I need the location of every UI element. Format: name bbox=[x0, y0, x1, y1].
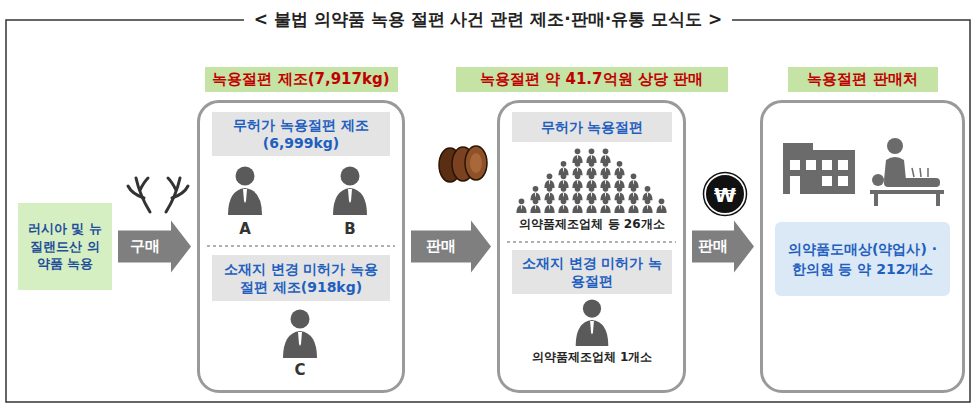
crowd-person bbox=[642, 186, 652, 201]
block-arrow bbox=[411, 221, 491, 273]
crowd-person bbox=[530, 198, 540, 213]
outer-frame bbox=[6, 20, 970, 402]
title-bar: < 불법 의약품 녹용 절편 사건 관련 제조·판매·유통 모식도 > bbox=[0, 8, 976, 31]
category-band: 소재지 변경 미허가 녹용절편 bbox=[512, 250, 672, 294]
crowd-person bbox=[572, 198, 582, 213]
stage-panel: 녹용절편 제조(7,917kg)무허가 녹용절편 제조 (6,999kg)소재지… bbox=[197, 100, 405, 393]
source-box: 러시아 및 뉴질랜드산 의약품 녹용 bbox=[18, 203, 112, 290]
crowd-person bbox=[572, 148, 582, 163]
separator bbox=[207, 245, 395, 247]
stage-heading: 녹용절편 판매처 bbox=[788, 67, 938, 93]
block-arrow bbox=[118, 221, 191, 273]
coin-icon bbox=[705, 174, 745, 214]
crowd-person bbox=[600, 161, 610, 176]
count-caption: 의약품제조업체 1개소 bbox=[507, 350, 677, 366]
box-text: 무허가 녹용절편 bbox=[541, 118, 644, 136]
crowd-person bbox=[628, 198, 638, 213]
crowd-person bbox=[642, 198, 652, 213]
category-band: 무허가 녹용절편 제조 (6,999kg) bbox=[212, 112, 390, 156]
count-caption: 의약품제조업체 등 26개소 bbox=[507, 217, 677, 233]
crowd-person bbox=[600, 198, 610, 213]
slice-icon bbox=[439, 146, 487, 182]
person-icon bbox=[576, 299, 609, 346]
stage-panel: 녹용절편 약 41.7억원 상당 판매무허가 녹용절편소재지 변경 미허가 녹용… bbox=[497, 100, 686, 393]
stage-heading: 녹용절편 제조(7,917kg) bbox=[205, 67, 398, 93]
crowd-person bbox=[558, 173, 568, 188]
person-letter: B bbox=[340, 220, 360, 240]
category-band: 소재지 변경 미허가 녹용절편 제조(918kg) bbox=[212, 255, 390, 301]
crowd-person bbox=[586, 161, 596, 176]
crowd-person bbox=[656, 198, 666, 213]
crowd-person bbox=[614, 161, 624, 176]
crowd-person bbox=[558, 161, 568, 176]
arrow-label: 판매 bbox=[698, 239, 728, 254]
box-text: 의약품도매상(약업사) · 한의원 등 약 212개소 bbox=[783, 239, 942, 280]
crowd-person bbox=[572, 186, 582, 201]
crowd-person bbox=[572, 173, 582, 188]
category-band: 무허가 녹용절편 bbox=[512, 112, 672, 142]
crowd-icon bbox=[516, 148, 666, 213]
crowd-person bbox=[544, 198, 554, 213]
crowd-person bbox=[516, 198, 526, 213]
arrow-label: 구매 bbox=[130, 239, 160, 254]
arrow-label: 판매 bbox=[426, 239, 456, 254]
crowd-person bbox=[586, 186, 596, 201]
person-icon bbox=[228, 167, 262, 216]
crowd-person bbox=[586, 198, 596, 213]
box-text: 무허가 녹용절편 제조 (6,999kg) bbox=[218, 116, 384, 152]
crowd-person bbox=[558, 198, 568, 213]
person-icon bbox=[283, 310, 317, 359]
person-icon bbox=[333, 167, 367, 216]
crowd-person bbox=[586, 173, 596, 188]
person-letter: C bbox=[290, 361, 310, 381]
block-arrow bbox=[692, 221, 754, 273]
crowd-person bbox=[544, 173, 554, 188]
crowd-person bbox=[572, 161, 582, 176]
coin-icon bbox=[704, 173, 747, 216]
buyer-box: 의약품도매상(약업사) · 한의원 등 약 212개소 bbox=[775, 222, 950, 296]
box-text: 러시아 및 뉴질랜드산 의약품 녹용 bbox=[24, 220, 106, 273]
crowd-person bbox=[530, 186, 540, 201]
box-text: 소재지 변경 미허가 녹용절편 bbox=[518, 254, 666, 290]
crowd-person bbox=[614, 198, 624, 213]
building-icon bbox=[783, 143, 855, 194]
acupuncture-icon bbox=[870, 138, 944, 206]
antler-icon bbox=[128, 178, 188, 212]
crowd-person bbox=[586, 148, 596, 163]
stage-panel: 녹용절편 판매처의약품도매상(약업사) · 한의원 등 약 212개소 bbox=[760, 100, 965, 393]
crowd-person bbox=[614, 173, 624, 188]
crowd-person bbox=[600, 148, 610, 163]
box-text: 소재지 변경 미허가 녹용절편 제조(918kg) bbox=[218, 260, 384, 296]
separator bbox=[507, 241, 676, 243]
crowd-person bbox=[600, 186, 610, 201]
crowd-person bbox=[558, 186, 568, 201]
title: < 불법 의약품 녹용 절편 사건 관련 제조·판매·유통 모식도 > bbox=[244, 9, 733, 29]
crowd-person bbox=[600, 173, 610, 188]
crowd-person bbox=[628, 173, 638, 188]
crowd-person bbox=[544, 186, 554, 201]
crowd-person bbox=[628, 186, 638, 201]
crowd-person bbox=[614, 186, 624, 201]
currency-sign: ₩ bbox=[705, 182, 745, 208]
person-letter: A bbox=[235, 220, 255, 240]
stage-heading: 녹용절편 약 41.7억원 상당 판매 bbox=[456, 67, 728, 93]
